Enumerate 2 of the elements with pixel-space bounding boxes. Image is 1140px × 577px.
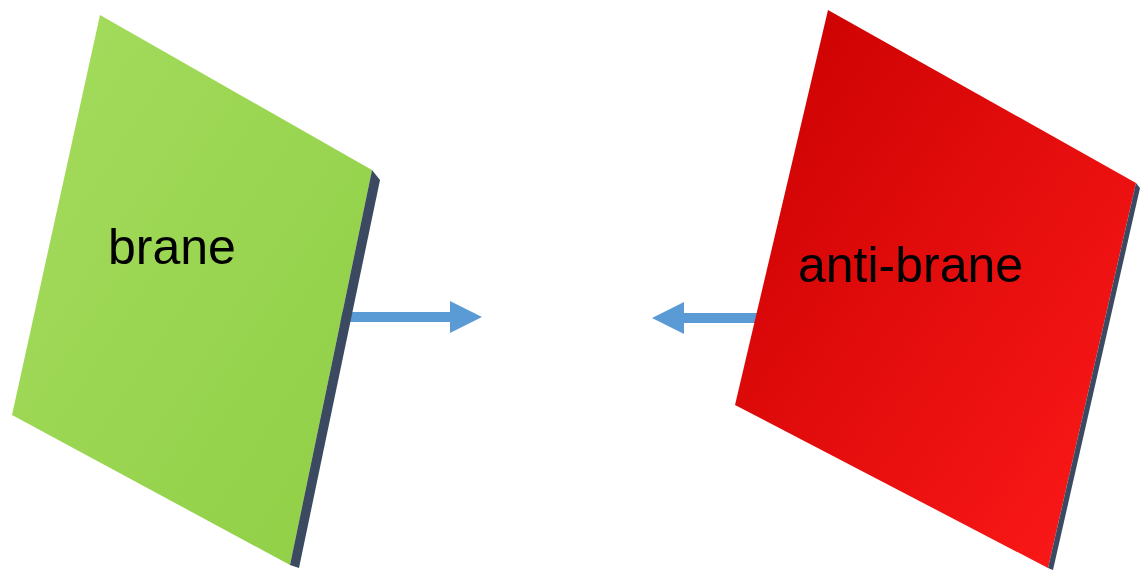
panel-label: anti-brane	[798, 240, 1024, 290]
panel-label: brane	[108, 222, 236, 272]
